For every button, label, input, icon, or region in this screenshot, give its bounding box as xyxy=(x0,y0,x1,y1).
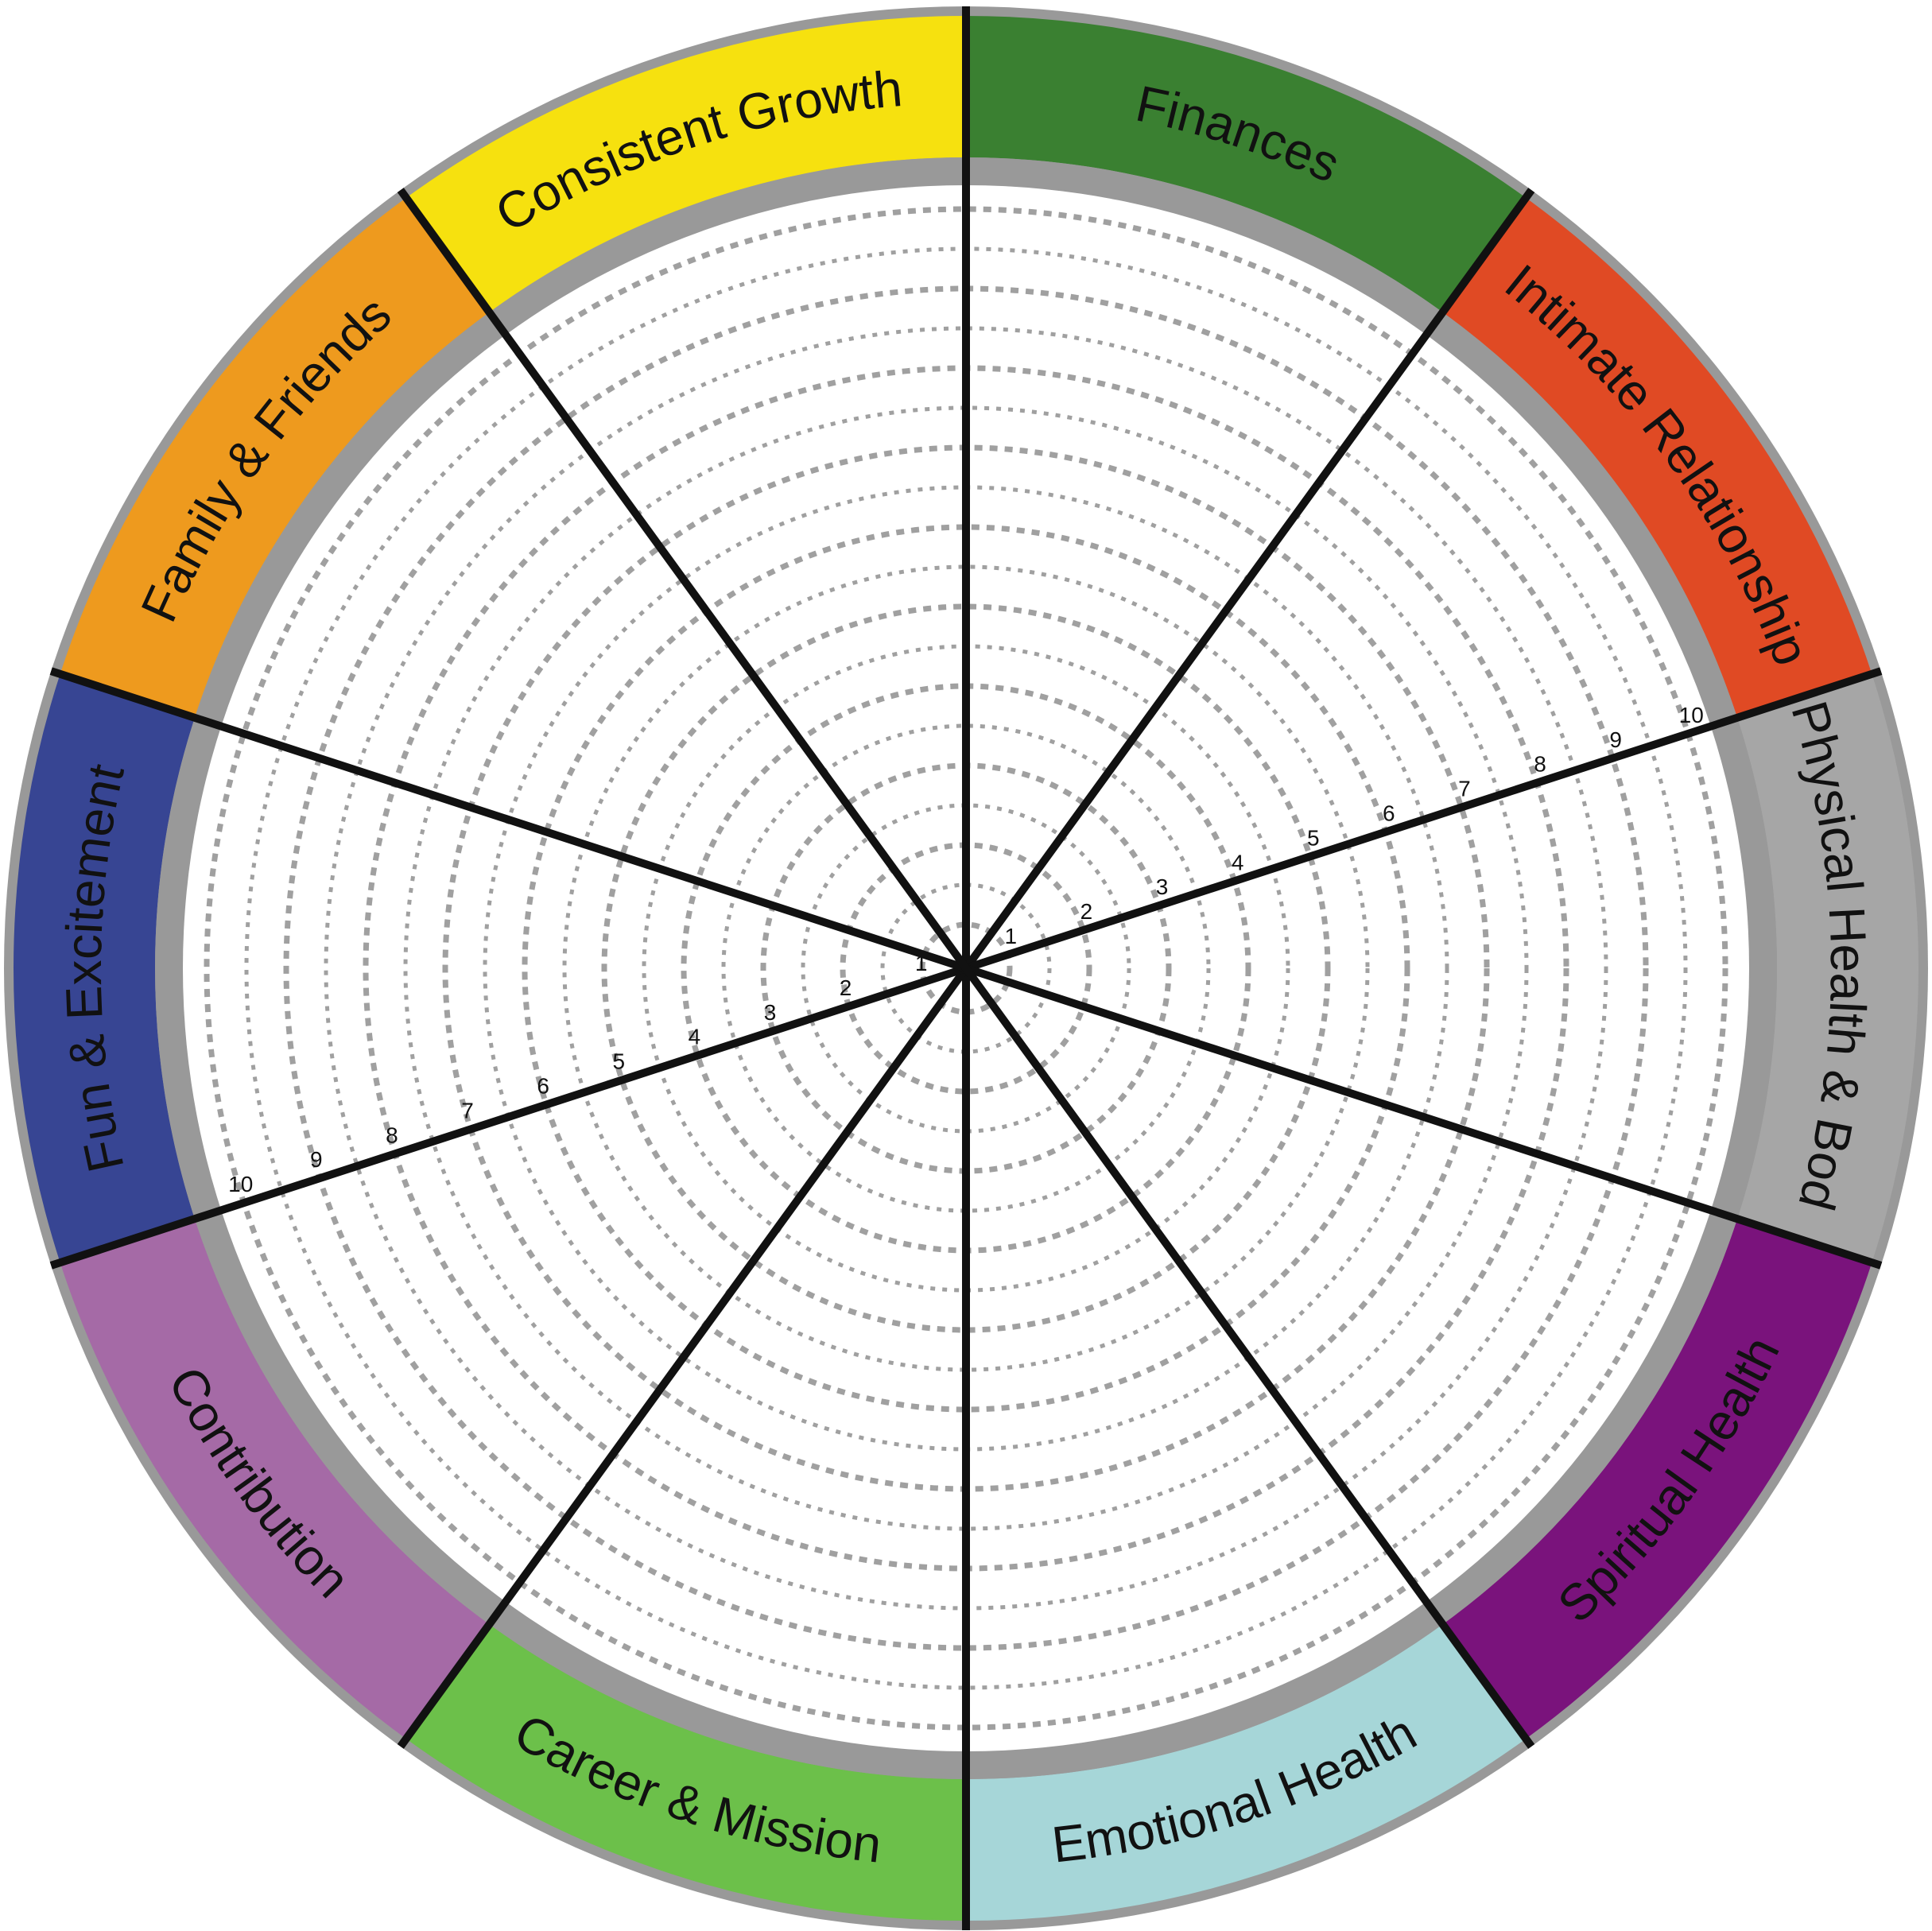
scale-tick-label: 4 xyxy=(1232,850,1244,874)
scale-tick-label: 1 xyxy=(1005,924,1018,948)
scale-tick-label: 6 xyxy=(1383,801,1395,825)
spoke-divider xyxy=(397,188,1535,1749)
scale-tick-label: 5 xyxy=(1307,825,1320,850)
rating-half-ring xyxy=(403,405,1529,1531)
rating-half-ring xyxy=(721,723,1211,1213)
scale-tick-label: 9 xyxy=(310,1147,323,1172)
spoke-dividers xyxy=(49,6,1883,1930)
rating-half-ring xyxy=(880,882,1052,1054)
scale-tick-label: 1 xyxy=(915,951,928,975)
rating-half-ring xyxy=(562,564,1370,1372)
scale-tick-label: 8 xyxy=(386,1123,398,1147)
segment-band-intimate-relationship xyxy=(1442,197,1872,718)
category-segments xyxy=(13,16,1918,1921)
segment-band-fun-and-excitement xyxy=(13,673,195,1263)
rating-ring xyxy=(522,524,1410,1413)
scale-tick-label: 8 xyxy=(1534,752,1546,777)
scale-tick-labels: 1 1 2 2 3 3 4 4 5 5 6 6 7 7 8 8 9 9 10 10 xyxy=(228,703,1704,1196)
segment-band-physical-health-and-body xyxy=(1737,673,1918,1263)
rating-ring xyxy=(919,921,1013,1015)
segment-band-family-and-friends xyxy=(60,197,490,718)
scale-tick-label: 7 xyxy=(461,1098,474,1123)
scale-tick-label: 9 xyxy=(1609,727,1622,752)
scale-tick-label: 5 xyxy=(612,1049,625,1074)
scale-tick-label: 3 xyxy=(764,1000,777,1025)
rating-ring xyxy=(204,206,1728,1731)
segment-band-consistent-growth xyxy=(405,16,967,312)
scale-tick-label: 10 xyxy=(228,1172,253,1196)
scale-tick-label: 4 xyxy=(689,1025,701,1049)
segment-band-spiritual-health xyxy=(1442,1219,1872,1739)
scale-tick-label: 2 xyxy=(1080,899,1093,924)
scale-tick-label: 3 xyxy=(1156,874,1169,899)
scale-tick-label: 6 xyxy=(537,1074,549,1099)
segment-band-finances xyxy=(966,16,1527,312)
segment-band-contribution xyxy=(60,1219,490,1739)
scale-tick-label: 7 xyxy=(1458,777,1471,801)
segment-band-emotional-health xyxy=(966,1624,1527,1921)
scale-tick-label: 2 xyxy=(840,975,852,1000)
scale-tick-label: 10 xyxy=(1679,703,1704,727)
segment-band-career-and-mission xyxy=(405,1624,967,1921)
rating-ring xyxy=(601,603,1331,1333)
